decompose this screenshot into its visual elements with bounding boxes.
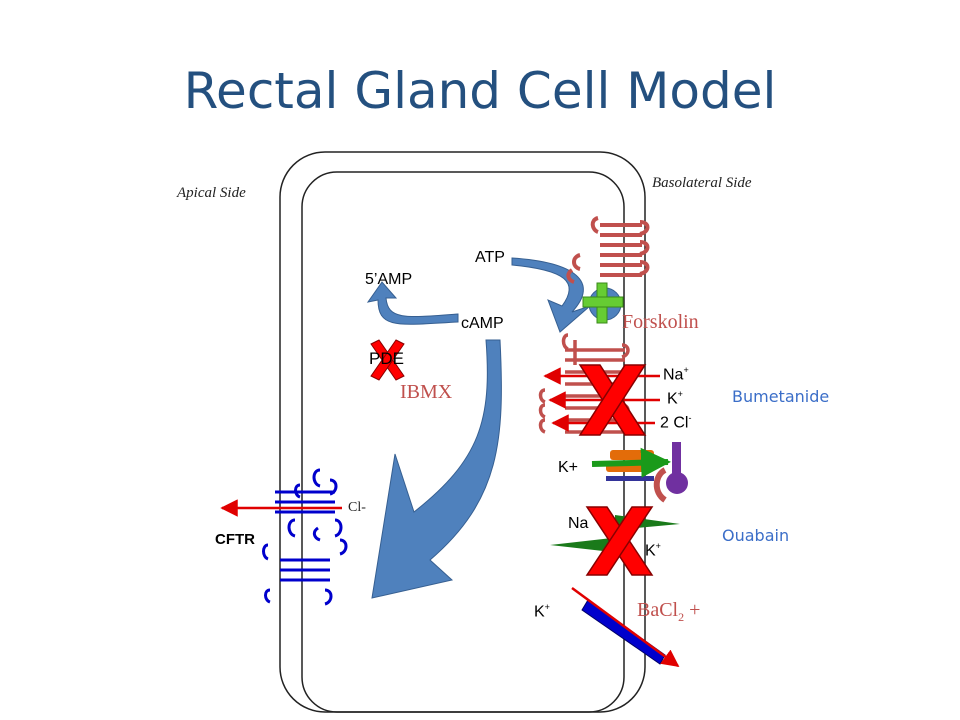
cftr-label: CFTR <box>215 531 255 548</box>
nkcc-k-label: K+ <box>667 390 683 407</box>
5amp-label: 5’AMP <box>365 271 413 288</box>
ibmx-label: IBMX <box>400 381 453 403</box>
forskolin-plus-horizontal <box>582 296 624 308</box>
na-symbol: Na <box>663 366 684 384</box>
bumetanide-label: Bumetanide <box>732 387 830 406</box>
bacl2-label: BaCl2 + <box>637 600 700 623</box>
cl-label: Cl- <box>348 500 366 515</box>
ouabain-label: Ouabain <box>722 526 790 545</box>
bacl2-subscript: 2 <box>678 610 685 624</box>
pump-na-label: Na <box>568 515 589 532</box>
camp-signal-arrow <box>371 339 502 599</box>
bacl-k-label: K+ <box>534 603 550 620</box>
pump-k-charge: + <box>655 541 661 551</box>
na-charge: + <box>683 365 689 375</box>
bacl2-channel <box>571 586 680 668</box>
cl-charge: - <box>688 413 692 423</box>
pump-k-symbol: K <box>645 542 656 560</box>
atp-label: ATP <box>475 249 505 266</box>
k-channel <box>591 442 688 503</box>
k-symbol: K <box>667 390 678 408</box>
forskolin-label: Forskolin <box>622 311 699 333</box>
basolateral-side-label: Basolateral Side <box>652 175 752 191</box>
bacl-k-charge: + <box>544 602 550 612</box>
nkcc-na-label: Na+ <box>663 366 689 383</box>
camp-to-5amp-arrow <box>366 281 459 325</box>
bacl2-suffix: + <box>684 599 701 621</box>
camp-label: cAMP <box>461 315 504 332</box>
bacl2-prefix: BaCl <box>637 599 679 621</box>
k-charge: + <box>677 389 683 399</box>
inner-membrane <box>301 171 625 713</box>
pde-label: PDE <box>369 349 404 368</box>
atp-to-camp-arrow <box>511 257 591 333</box>
pde-inhibitor-x <box>370 339 405 381</box>
bacl-k-symbol: K <box>534 603 545 621</box>
apical-side-label: Apical Side <box>177 185 246 201</box>
pump-k-label: K+ <box>645 542 661 559</box>
basolateral-receptor-coil <box>566 216 650 284</box>
cftr-channel-coil <box>262 468 348 606</box>
bumetanide-inhibitor-x <box>578 364 647 436</box>
ouabain-inhibitor-x <box>585 506 654 576</box>
k-channel-label: K+ <box>558 459 579 476</box>
page-title: Rectal Gland Cell Model <box>183 62 777 120</box>
nkcc-cl-label: 2 Cl- <box>660 414 691 431</box>
cl-symbol: 2 Cl <box>660 414 689 432</box>
